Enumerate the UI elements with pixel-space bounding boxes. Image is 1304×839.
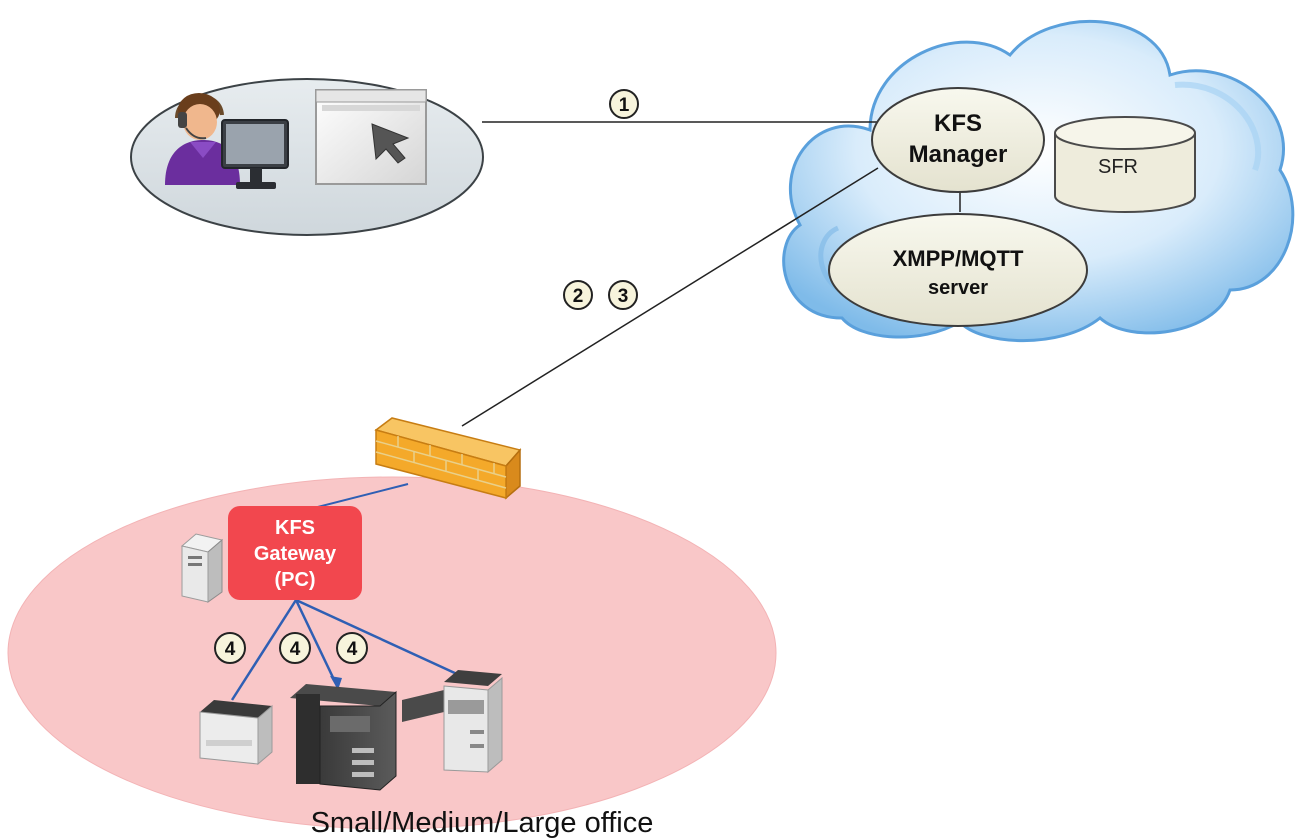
pc-tower-icon (180, 533, 224, 603)
step-marker-4b-label: 4 (290, 639, 301, 660)
multifunction-printer-icon (290, 684, 397, 791)
server-label-line2: server (928, 277, 988, 299)
sfr-label: SFR (1098, 156, 1138, 178)
step-marker-3-label: 3 (618, 286, 629, 307)
xmpp-mqtt-server-node: XMPP/MQTT server (828, 213, 1088, 327)
step-marker-4a-label: 4 (225, 639, 236, 660)
link-gateway-to-mfp-compact (295, 598, 471, 682)
firewall-icon (374, 417, 522, 500)
server-label-line1: XMPP/MQTT (893, 246, 1024, 271)
gateway-label-line2: Gateway (254, 543, 337, 565)
step-marker-1-label: 1 (619, 95, 630, 116)
kfs-gateway-box: KFS Gateway (PC) (228, 506, 362, 600)
step-marker-4a: 4 (214, 632, 246, 664)
kfs-manager-label-line1: KFS (934, 110, 982, 137)
kfs-manager-node: KFS Manager (871, 87, 1045, 193)
client-terminal (130, 78, 484, 236)
step-marker-3: 3 (608, 280, 638, 310)
browser-window-icon (315, 89, 427, 185)
kfs-manager-label-line2: Manager (909, 141, 1008, 168)
printer-icon (199, 700, 273, 766)
link-gateway-to-mfp-large (294, 599, 340, 689)
step-marker-4c: 4 (336, 632, 368, 664)
user-at-computer-icon (165, 93, 289, 189)
gateway-label-line3: (PC) (274, 569, 315, 591)
step-marker-2: 2 (563, 280, 593, 310)
link-manager-to-firewall (461, 167, 879, 427)
step-marker-2-label: 2 (573, 286, 584, 307)
multifunction-printer-icon (402, 670, 503, 774)
link-gateway-to-printer (230, 599, 298, 701)
step-marker-1: 1 (609, 89, 639, 119)
gateway-label-line1: KFS (275, 517, 315, 539)
step-marker-4c-label: 4 (347, 639, 358, 660)
step-marker-4b: 4 (279, 632, 311, 664)
sfr-database: SFR (1054, 116, 1196, 213)
office-caption: Small/Medium/Large office (311, 807, 654, 839)
